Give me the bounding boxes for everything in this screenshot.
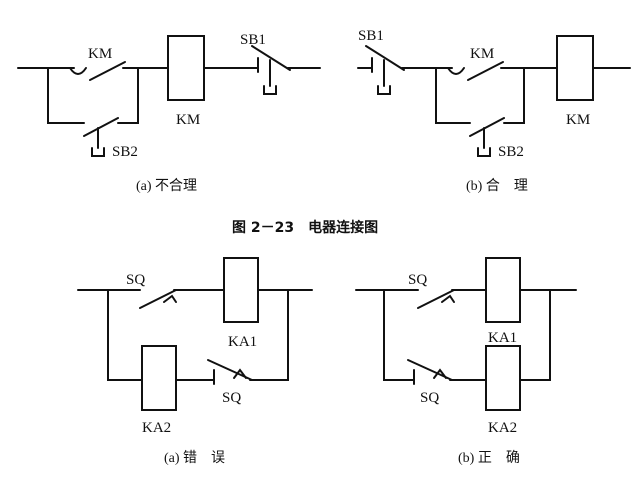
caption-top-right: (b) 合 理 (466, 178, 528, 194)
km-contact-bump (69, 67, 87, 75)
wire (503, 67, 525, 124)
diagram-bottom-left: SQ KA1 KA2 SQ (a) 错 误 (77, 257, 313, 466)
sq-top-roller (163, 294, 177, 303)
figure-title: 图 2－23 电器连接图 (232, 219, 378, 236)
sb2-button (477, 127, 491, 157)
sq-top-blade (139, 289, 177, 309)
wire (435, 67, 471, 124)
ka1-label: KA1 (228, 334, 257, 350)
sq-top-blade (417, 289, 455, 309)
sq-top-label: SQ (126, 272, 145, 288)
sb2-label: SB2 (498, 144, 524, 160)
sb2-button (91, 127, 105, 157)
diagram-top-left: KM KM SB1 SB2 (a) 不合理 (17, 32, 321, 194)
sb1-label: SB1 (240, 32, 266, 48)
sq-bottom-roller (433, 368, 447, 379)
caption-bottom-right: (b) 正 确 (458, 450, 520, 466)
diagram-bottom-right: SQ KA1 KA2 SQ (b) 正 确 (355, 257, 577, 466)
sq-top-label: SQ (408, 272, 427, 288)
diagram-top-right: SB1 KM KM SB2 (b) 合 理 (357, 28, 631, 194)
sq-bottom-label: SQ (420, 390, 439, 406)
wire (107, 289, 143, 381)
wire (47, 67, 85, 124)
sb1-label: SB1 (358, 28, 384, 44)
caption-bottom-left: (a) 错 误 (164, 450, 225, 466)
sb1-button (377, 59, 391, 95)
km-contact-label: KM (88, 46, 112, 62)
sq-bottom-label: SQ (222, 390, 241, 406)
sq-top-roller (441, 294, 455, 303)
ka2-coil-box (485, 345, 521, 411)
ka1-label: KA1 (488, 330, 517, 346)
ka2-coil-box (141, 345, 177, 411)
km-coil-box (556, 35, 594, 101)
sq-bottom-roller (233, 368, 247, 379)
ka2-label: KA2 (142, 420, 171, 436)
wire (383, 289, 415, 381)
sb1-blade (251, 45, 291, 71)
wire (519, 289, 551, 381)
ka2-label: KA2 (488, 420, 517, 436)
wire (249, 289, 289, 381)
ka1-coil-box (485, 257, 521, 323)
sb2-label: SB2 (112, 144, 138, 160)
km-coil-box (167, 35, 205, 101)
ka1-coil-box (223, 257, 259, 323)
sb1-button (263, 59, 277, 95)
caption-top-left: (a) 不合理 (136, 178, 197, 194)
km-coil-label: KM (176, 112, 200, 128)
sb2-blade (83, 117, 119, 137)
wire (117, 67, 139, 124)
km-contact-label: KM (470, 46, 494, 62)
sb1-blade (365, 45, 405, 71)
km-contact-blade (89, 61, 126, 81)
sb2-blade (469, 117, 505, 137)
km-coil-label: KM (566, 112, 590, 128)
km-contact-blade (467, 61, 504, 81)
km-contact-bump (447, 67, 465, 75)
